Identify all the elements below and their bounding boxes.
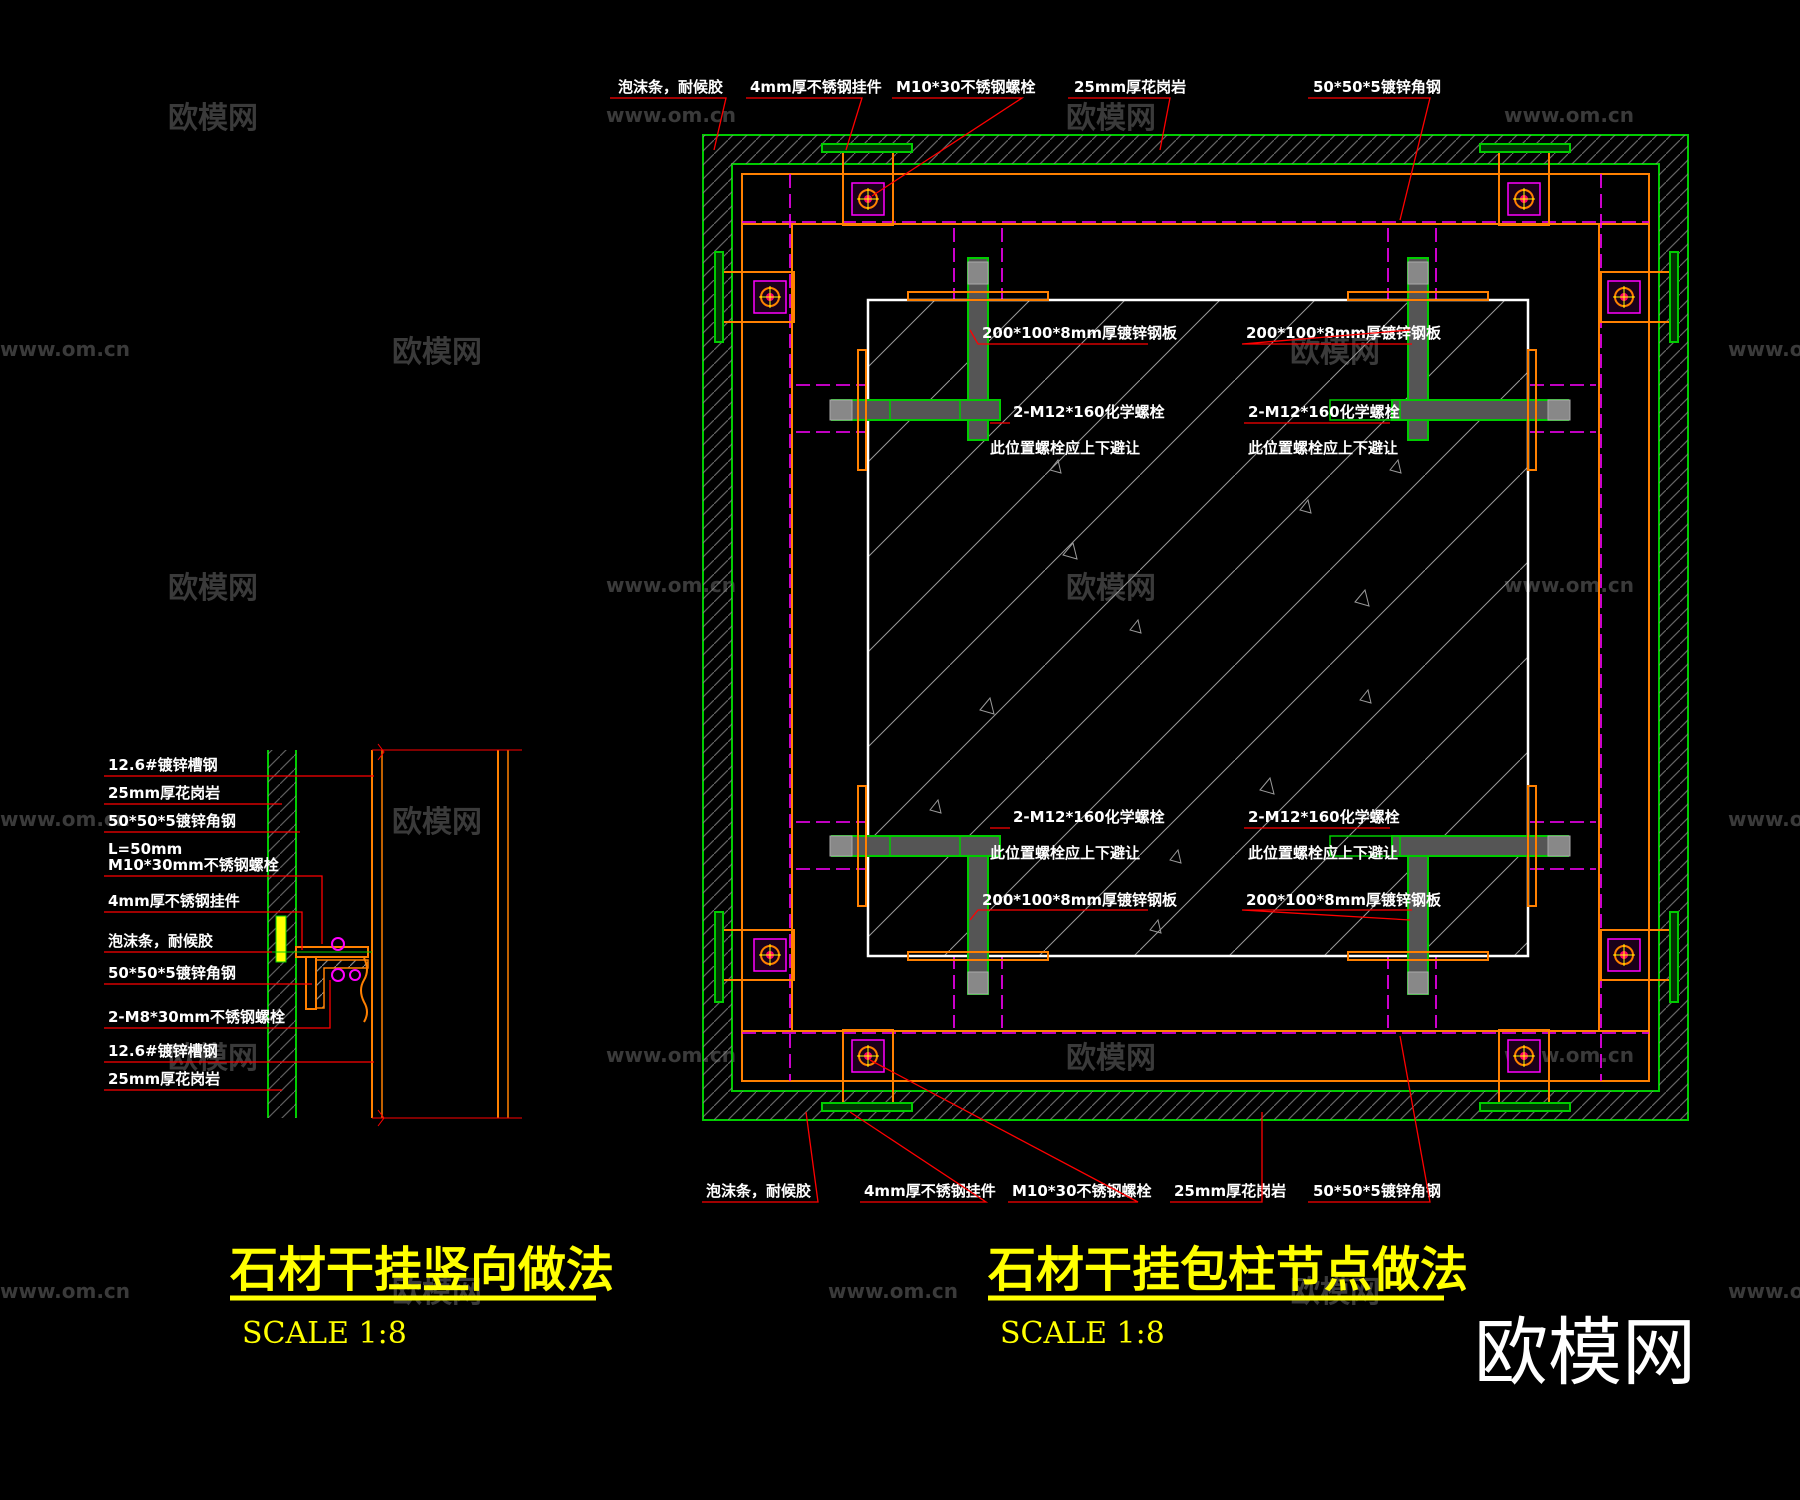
left-label-10: 25mm厚花岗岩 [108,1070,220,1088]
column-plan-drawing [702,134,1689,1121]
left-label-8: 2-M8*30mm不锈钢螺栓 [108,1008,285,1026]
watermark-text: 欧模网 [392,335,482,370]
left-label-2: 50*50*5镀锌角钢 [108,812,236,830]
right-title: 石材干挂包柱节点做法 [988,1242,1468,1298]
watermark-text: 欧模网 [392,805,482,840]
bottom-label-4: 50*50*5镀锌角钢 [1313,1182,1441,1200]
left-label-5: 4mm厚不锈钢挂件 [108,892,240,910]
watermark-text: 欧模网 [168,571,258,606]
top-label-1: 4mm厚不锈钢挂件 [750,78,882,96]
watermark-url: www.om.cn [828,1279,958,1303]
left-label-6: 泡沫条，耐候胶 [108,932,213,950]
watermark-url: www.om.cn [0,1279,130,1303]
note-label-bl: 此位置螺栓应上下避让 [990,844,1140,862]
watermark-text: 欧模网 [168,101,258,136]
right-scale: SCALE 1:8 [1000,1316,1165,1351]
watermark-url: www.om.cn [606,103,736,127]
left-label-0: 12.6#镀锌槽钢 [108,756,218,774]
watermark-text: 欧模网 [168,1041,258,1076]
watermark-url: www.om.cn [1728,1279,1800,1303]
plate-label-tl: 200*100*8mm厚镀锌钢板 [982,324,1178,342]
watermark-text: 欧模网 [1290,1275,1380,1310]
bottom-label-1: 4mm厚不锈钢挂件 [864,1182,996,1200]
watermark-url: www.om.cn [0,337,130,361]
left-section-labels: 12.6#镀锌槽钢 25mm厚花岗岩 50*50*5镀锌角钢 L=50mm M1… [104,756,374,1091]
note-label-tr: 此位置螺栓应上下避让 [1248,439,1398,457]
left-scale: SCALE 1:8 [242,1316,407,1351]
watermark-url: www.om.cn [1728,337,1800,361]
watermark-text: 欧模网 [1066,101,1156,136]
bolt-label-br: 2-M12*160化学螺栓 [1248,808,1400,826]
plate-label-tr: 200*100*8mm厚镀锌钢板 [1246,324,1442,342]
bolt-label-bl: 2-M12*160化学螺栓 [1013,808,1165,826]
top-label-3: 25mm厚花岗岩 [1074,78,1186,96]
left-label-7: 50*50*5镀锌角钢 [108,964,236,982]
left-label-9: 12.6#镀锌槽钢 [108,1042,218,1060]
left-label-3: L=50mm [108,840,182,858]
watermark-url: www.om.cn [1504,103,1634,127]
left-label-4: M10*30mm不锈钢螺栓 [108,856,279,874]
top-label-4: 50*50*5镀锌角钢 [1313,78,1441,96]
plate-label-br: 200*100*8mm厚镀锌钢板 [1246,891,1442,909]
watermark-text: 欧模网 [1066,1041,1156,1076]
left-section-drawing [267,743,522,1127]
column-plan-labels: 泡沫条，耐候胶 4mm厚不锈钢挂件 M10*30不锈钢螺栓 25mm厚花岗岩 5… [610,78,1442,1203]
note-label-tl: 此位置螺栓应上下避让 [990,439,1140,457]
top-label-2: M10*30不锈钢螺栓 [896,78,1036,96]
left-title: 石材干挂竖向做法 [230,1242,614,1298]
watermark-text: 欧模网 [392,1275,482,1310]
bottom-label-0: 泡沫条，耐候胶 [706,1182,811,1200]
top-label-0: 泡沫条，耐候胶 [618,78,723,96]
brand-logo: 欧模网 [1474,1310,1696,1396]
left-label-1: 25mm厚花岗岩 [108,784,220,802]
bottom-label-2: M10*30不锈钢螺栓 [1012,1182,1152,1200]
bottom-label-3: 25mm厚花岗岩 [1174,1182,1286,1200]
bolt-label-tr: 2-M12*160化学螺栓 [1248,403,1400,421]
plate-label-bl: 200*100*8mm厚镀锌钢板 [982,891,1178,909]
watermark-url: www.om.cn [1728,807,1800,831]
note-label-br: 此位置螺栓应上下避让 [1248,844,1398,862]
bolt-label-tl: 2-M12*160化学螺栓 [1013,403,1165,421]
watermark-url: www.om.cn [0,807,130,831]
